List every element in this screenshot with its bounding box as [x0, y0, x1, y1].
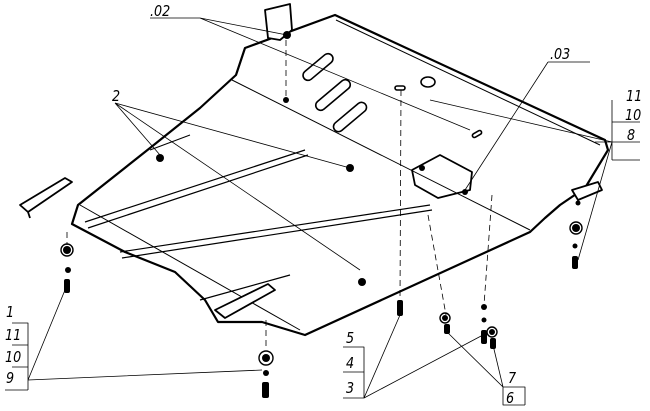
leader-lines: [5, 17, 640, 406]
skid-plate: [70, 13, 610, 337]
label-left-9: 9: [6, 369, 15, 387]
label-left-11: 11: [5, 326, 22, 344]
bracket-right: [571, 181, 603, 201]
label-center-4: 4: [346, 354, 355, 372]
bracket-left: [19, 177, 73, 219]
bracket-bottom: [214, 283, 276, 319]
fasteners: [63, 31, 581, 398]
label-right-bottom-6: 6: [506, 389, 515, 407]
vent-slots: [302, 52, 483, 139]
label-right-bottom-7: 7: [508, 369, 517, 387]
label-right-8: 8: [627, 126, 636, 144]
label-center-3: 3: [346, 379, 355, 397]
label-right-11: 11: [626, 87, 643, 105]
label-left-10: 10: [5, 348, 22, 366]
label-left-1: 1: [6, 303, 15, 321]
label-part-2: 2: [112, 87, 121, 105]
label-right-10: 10: [625, 106, 642, 124]
cover-plate: [411, 154, 473, 199]
label-center-5: 5: [346, 329, 355, 347]
label-part-02: .02: [150, 2, 171, 20]
label-part-03: .03: [550, 45, 571, 63]
